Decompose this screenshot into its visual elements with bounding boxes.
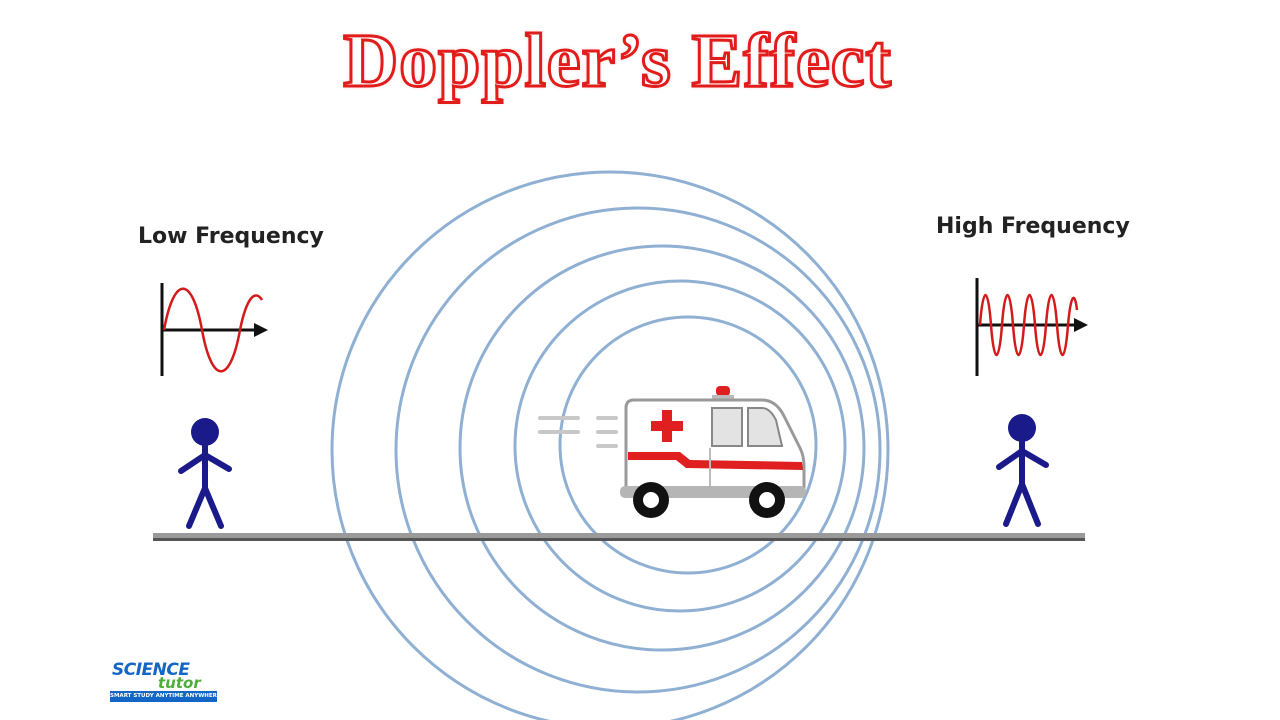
page-title: Doppler’s Effect: [342, 18, 893, 105]
science-tutor-logo: SCIENCE tutor SMART STUDY ANYTIME ANYWHE…: [110, 660, 217, 702]
ground-line-shadow: [153, 538, 1085, 541]
ambulance-stripe: [628, 452, 803, 470]
wave-ring-3: [458, 244, 866, 652]
siren-icon: [716, 386, 730, 396]
arrow-head-icon: [254, 323, 268, 337]
wave-ring-4: [513, 279, 847, 613]
high-frequency-graph: [975, 278, 1088, 376]
ambulance-windshield: [747, 407, 784, 447]
high-frequency-label: High Frequency: [936, 214, 1130, 239]
logo-text-tutor: tutor: [158, 674, 201, 692]
wave-ring-5: [558, 315, 818, 575]
wheel-hub: [643, 492, 659, 508]
sine-wave-icon: [978, 293, 1079, 357]
arrow-head-icon: [1074, 318, 1088, 332]
motion-lines: [538, 416, 618, 448]
low-frequency-graph: [160, 283, 268, 376]
wave-ring-2: [394, 206, 882, 694]
sine-wave-icon: [162, 287, 264, 373]
low-frequency-label: Low Frequency: [138, 224, 324, 249]
wheel-hub: [759, 492, 775, 508]
stick-figure-icon: [178, 418, 232, 529]
ground-line: [153, 533, 1085, 540]
stick-figure-icon: [996, 414, 1049, 527]
ambulance-window: [711, 407, 743, 447]
wave-ring-1: [330, 170, 890, 720]
cross-bar: [651, 421, 683, 431]
logo-tagline: SMART STUDY ANYTIME ANYWHERE: [110, 691, 217, 702]
sound-wave-rings: [330, 170, 890, 720]
siren-base: [712, 395, 734, 400]
ambulance-icon: [620, 386, 806, 518]
logo-text-science: SCIENCE: [112, 660, 190, 680]
